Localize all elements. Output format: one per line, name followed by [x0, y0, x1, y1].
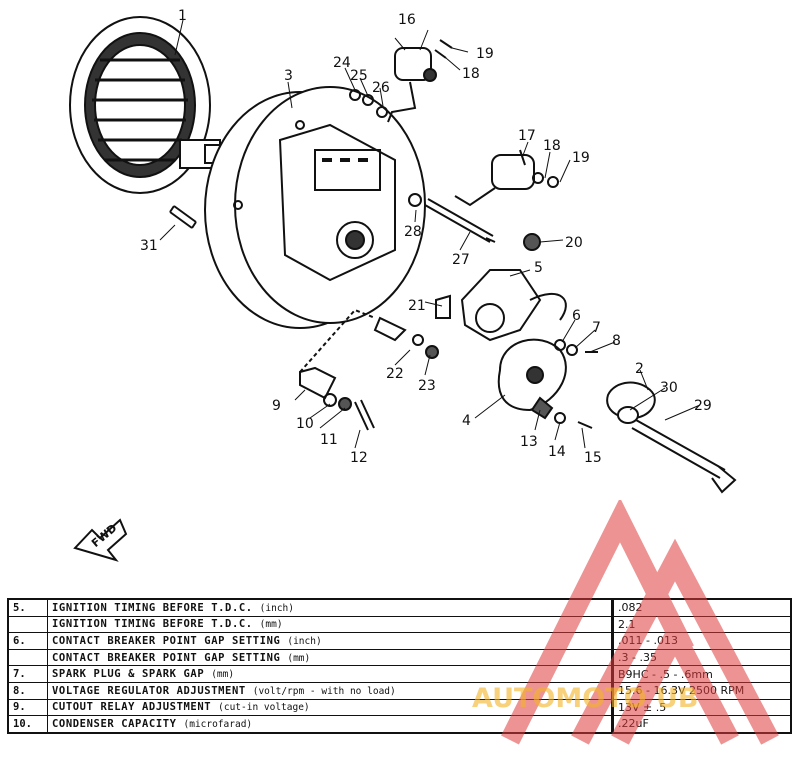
- callout-27: 27: [452, 252, 470, 268]
- spec-number: [7, 615, 48, 634]
- bolt-part: [424, 198, 496, 243]
- callout-24: 24: [333, 55, 351, 71]
- spec-label: CONDENSER CAPACITY (microfarad): [47, 715, 613, 734]
- spec-value: .082: [611, 598, 792, 617]
- point-assembly-part: [497, 338, 567, 420]
- spec-value: .011 - .013: [611, 632, 792, 650]
- callout-19: 19: [476, 46, 494, 62]
- table-row: 5. IGNITION TIMING BEFORE T.D.C. (inch) …: [7, 598, 792, 617]
- spec-value: B9HC - .5 - .6mm: [611, 665, 792, 683]
- spec-value: 2.1: [611, 615, 792, 634]
- callout-30: 30: [660, 380, 678, 396]
- callout-8: 8: [612, 333, 621, 349]
- callout-18: 18: [462, 66, 480, 82]
- spec-number: 9.: [7, 698, 48, 717]
- callout-9: 9: [272, 398, 281, 414]
- spec-number: 7.: [7, 665, 48, 683]
- table-row: 9. CUTOUT RELAY ADJUSTMENT (cut-in volta…: [7, 698, 792, 717]
- callout-3: 3: [284, 68, 293, 84]
- condenser-part-2: [454, 149, 535, 207]
- callout-20: 20: [565, 235, 583, 251]
- condenser-part: [387, 47, 437, 123]
- table-row: 8. VOLTAGE REGULATOR ADJUSTMENT (volt/rp…: [7, 681, 792, 700]
- callout-15: 15: [584, 450, 602, 466]
- callout-25: 25: [350, 68, 368, 84]
- spec-value: 13V ± .5: [611, 698, 792, 717]
- spec-label: SPARK PLUG & SPARK GAP (mm): [47, 665, 613, 683]
- forward-arrow-icon: FWD: [73, 518, 128, 562]
- spec-number: 10.: [7, 715, 48, 734]
- bracket-part: [299, 366, 337, 400]
- nut-part: [523, 233, 541, 251]
- cam-part: [606, 381, 737, 494]
- callout-26: 26: [372, 80, 390, 96]
- callout-1: 1: [178, 8, 187, 24]
- callout-11: 11: [320, 432, 338, 448]
- callout-2: 2: [635, 361, 644, 377]
- spec-number: 8.: [7, 681, 48, 700]
- callout-14: 14: [548, 444, 566, 460]
- callout-4: 4: [462, 413, 471, 429]
- rotor-part: [69, 16, 228, 194]
- specifications-table: 5. IGNITION TIMING BEFORE T.D.C. (inch) …: [7, 598, 792, 734]
- callout-28: 28: [404, 224, 422, 240]
- spec-label: CONTACT BREAKER POINT GAP SETTING (mm): [47, 648, 613, 667]
- stator-housing-part: [204, 86, 426, 329]
- exploded-parts-diagram: FWD 1 2 3 4 5 6 7 8 9 10 11 12 13 14 15 …: [69, 8, 737, 562]
- callout-16: 16: [398, 12, 416, 28]
- callout-13: 13: [520, 434, 538, 450]
- callout-23: 23: [418, 378, 436, 394]
- table-row: CONTACT BREAKER POINT GAP SETTING (mm) .…: [7, 648, 792, 667]
- spec-number: 6.: [7, 632, 48, 650]
- pin-part: [169, 205, 197, 229]
- spec-label: VOLTAGE REGULATOR ADJUSTMENT (volt/rpm -…: [47, 681, 613, 700]
- callout-29: 29: [694, 398, 712, 414]
- spec-number: 5.: [7, 598, 48, 617]
- table-row: 6. CONTACT BREAKER POINT GAP SETTING (in…: [7, 632, 792, 650]
- spec-label: CONTACT BREAKER POINT GAP SETTING (inch): [47, 632, 613, 650]
- callout-10: 10: [296, 416, 314, 432]
- callout-12: 12: [350, 450, 368, 466]
- callout-22: 22: [386, 366, 404, 382]
- fastener-parts: [323, 39, 598, 431]
- callout-6: 6: [572, 308, 581, 324]
- table-row: 10. CONDENSER CAPACITY (microfarad) .22u…: [7, 715, 792, 734]
- spec-value: .22uF: [611, 715, 792, 734]
- callout-31: 31: [140, 238, 158, 254]
- callout-21: 21: [408, 298, 426, 314]
- breaker-plate-part: [460, 269, 567, 342]
- table-row: 7. SPARK PLUG & SPARK GAP (mm) B9HC - .5…: [7, 665, 792, 683]
- spec-label: IGNITION TIMING BEFORE T.D.C. (inch): [47, 598, 613, 617]
- spec-value: .3 - .35: [611, 648, 792, 667]
- callout-7: 7: [592, 320, 601, 336]
- table-row: IGNITION TIMING BEFORE T.D.C. (mm) 2.1: [7, 615, 792, 634]
- spec-label: CUTOUT RELAY ADJUSTMENT (cut-in voltage): [47, 698, 613, 717]
- callout-5: 5: [534, 260, 543, 276]
- spec-number: [7, 648, 48, 667]
- callout-17: 17: [518, 128, 536, 144]
- callout-19b: 19: [572, 150, 590, 166]
- callout-18b: 18: [543, 138, 561, 154]
- spec-value: 15.6 - 16.3V 2500 RPM: [611, 681, 792, 700]
- spec-label: IGNITION TIMING BEFORE T.D.C. (mm): [47, 615, 613, 634]
